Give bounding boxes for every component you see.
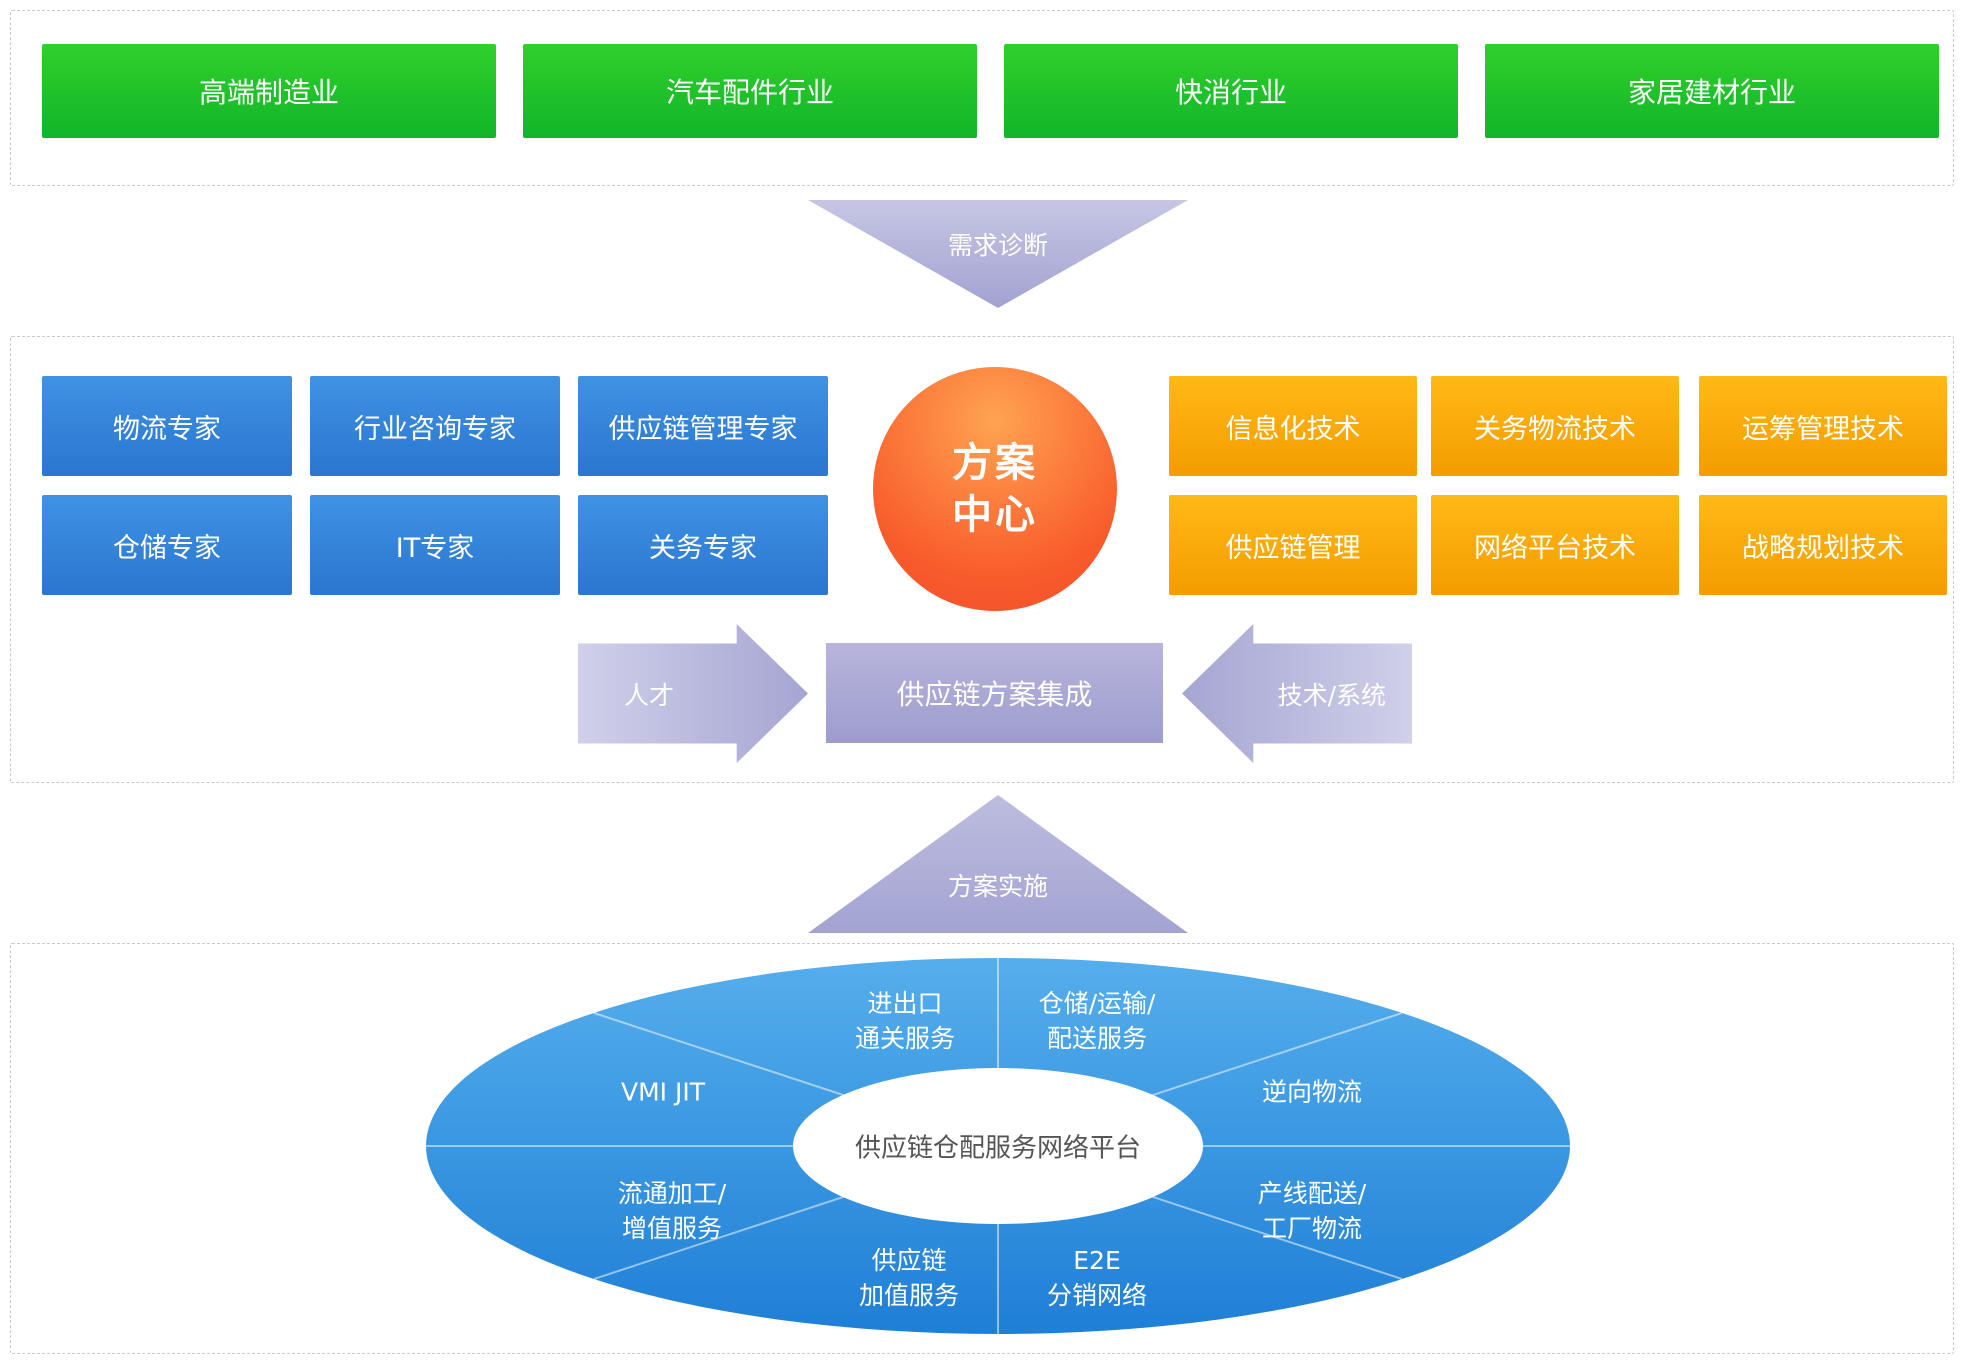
expert-item: 供应链管理专家 xyxy=(578,376,828,476)
technology-item: 战略规划技术 xyxy=(1699,495,1947,595)
technology-item: 供应链管理 xyxy=(1169,495,1417,595)
segment-warehouse-transport-label: 仓储/运输/ 配送服务 xyxy=(1038,989,1156,1053)
expert-item: 物流专家 xyxy=(42,376,292,476)
segment-vmi-jit-label: VMI JIT xyxy=(620,1077,706,1107)
expert-item: 关务专家 xyxy=(578,495,828,595)
integration-label: 供应链方案集成 xyxy=(896,678,1093,711)
platform-center-label: 供应链仓配服务网络平台 xyxy=(854,1133,1141,1164)
industry-item: 汽车配件行业 xyxy=(523,44,977,138)
solution-center-line2: 中心 xyxy=(952,492,1038,538)
tech-system-label: 技术/系统 xyxy=(1277,680,1386,710)
demand-diagnosis-label: 需求诊断 xyxy=(947,231,1048,260)
segment-line-delivery-label: 产线配送/ 工厂物流 xyxy=(1257,1179,1367,1243)
segment-reverse-logistics-label: 逆向物流 xyxy=(1261,1077,1363,1107)
expert-item: 仓储专家 xyxy=(42,495,292,595)
segment-e2e-label: E2E 分销网络 xyxy=(1046,1246,1148,1310)
technology-item: 网络平台技术 xyxy=(1431,495,1679,595)
solution-center-circle: 方案 中心 xyxy=(873,367,1117,611)
segment-scm-vas-label: 供应链 加值服务 xyxy=(858,1246,960,1310)
technology-item: 关务物流技术 xyxy=(1431,376,1679,476)
demand-diagnosis-arrow: 需求诊断 xyxy=(808,200,1188,308)
industry-item: 快消行业 xyxy=(1004,44,1458,138)
platform-inner-ellipse xyxy=(793,1068,1203,1224)
technology-item: 信息化技术 xyxy=(1169,376,1417,476)
talent-label: 人才 xyxy=(624,680,675,710)
platform-ellipse xyxy=(426,958,1570,1334)
solution-center-line1: 方案 xyxy=(952,440,1038,486)
industry-item: 家居建材行业 xyxy=(1485,44,1939,138)
segment-processing-vas-label: 流通加工/ 增值服务 xyxy=(617,1179,727,1243)
implementation-label: 方案实施 xyxy=(947,872,1048,901)
expert-item: 行业咨询专家 xyxy=(310,376,560,476)
technology-item: 运筹管理技术 xyxy=(1699,376,1947,476)
integration-box: 供应链方案集成 xyxy=(826,643,1163,743)
expert-item: IT专家 xyxy=(310,495,560,595)
implementation-arrow: 方案实施 xyxy=(808,795,1188,933)
segment-import-export-label: 进出口 通关服务 xyxy=(854,989,956,1053)
industry-item: 高端制造业 xyxy=(42,44,496,138)
